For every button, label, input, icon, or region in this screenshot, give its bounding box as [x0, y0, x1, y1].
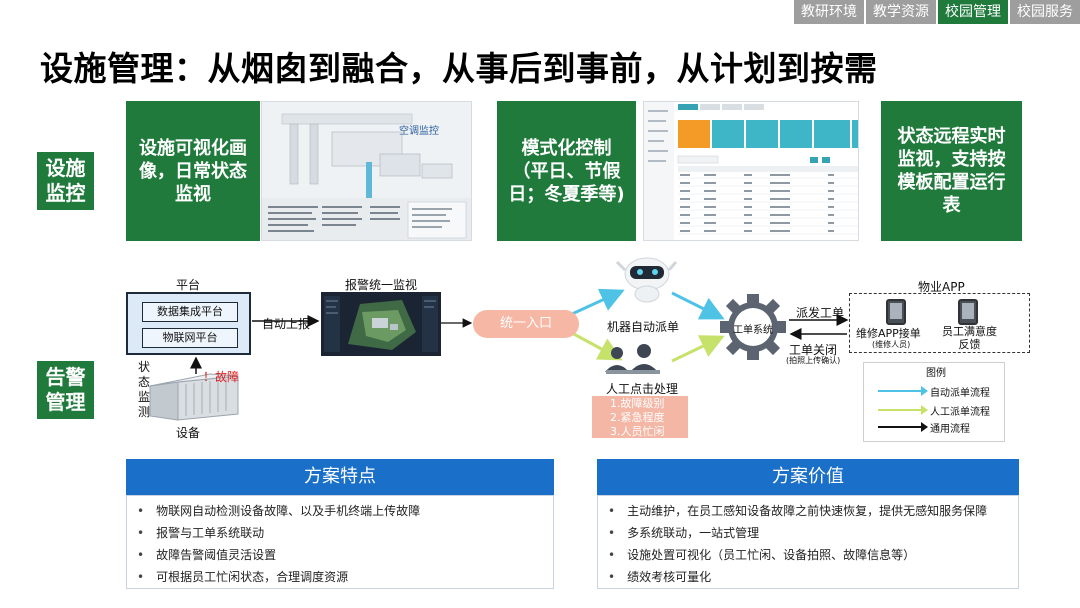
list-item: 可根据员工忙闲状态，合理调度资源	[127, 566, 553, 588]
schedule-screenshot	[643, 101, 859, 241]
legend-swatch	[878, 422, 928, 432]
card-visual-portrait: 设施可视化画像，日常状态监视	[126, 101, 260, 241]
criteria-level: 1.故障级别	[610, 397, 665, 410]
app-repair-note: (维修人员)	[872, 340, 911, 349]
dispatch-order-label: 派发工单	[796, 306, 845, 320]
section-label-monitoring: 设施 监控	[37, 152, 94, 210]
tab-campus-service[interactable]: 校园服务	[1010, 0, 1080, 24]
dispatch-criteria: 1.故障级别 2.紧急程度 3.人员忙闲	[592, 396, 688, 438]
platform-box: 数据集成平台 物联网平台	[126, 292, 251, 355]
card-remote-monitor: 状态远程实时监视，支持按模板配置运行表	[881, 101, 1022, 241]
alarm-monitor-screen	[321, 292, 441, 356]
list-item: 物联网自动检测设备故障、以及手机终端上传故障	[127, 500, 553, 522]
tab-research[interactable]: 教研环境	[794, 0, 864, 24]
legend-item-manual: 人工派单流程	[878, 403, 990, 418]
legend-label: 自动派单流程	[930, 387, 990, 399]
chiller-device-icon	[149, 373, 239, 421]
section-label-alarm: 告警 管理	[37, 361, 94, 419]
top-nav: 教研环境 教学资源 校园管理 校园服务	[792, 0, 1080, 24]
section-label-monitoring-text: 设施 监控	[45, 156, 86, 205]
operators-icon	[605, 344, 660, 374]
value-list: 主动维护，在员工感知设备故障之前快速恢复，提供无感知服务保障 多系统联动，一站式…	[597, 495, 1019, 589]
list-item: 主动维护，在员工感知设备故障之前快速恢复，提供无感知服务保障	[598, 500, 1018, 522]
tab-campus-management[interactable]: 校园管理	[938, 0, 1008, 24]
schedule-table-illustration	[644, 102, 858, 240]
data-integration-platform: 数据集成平台	[142, 302, 238, 322]
legend-item-auto: 自动派单流程	[878, 384, 990, 399]
value-panel: 方案价值 主动维护，在员工感知设备故障之前快速恢复，提供无感知服务保障 多系统联…	[597, 459, 1019, 589]
list-item: 报警与工单系统联动	[127, 522, 553, 544]
fault-label: ！故障	[203, 370, 240, 384]
auto-report-label: 自动上报	[262, 317, 311, 331]
features-title: 方案特点	[126, 459, 554, 495]
legend-swatch	[878, 405, 928, 415]
tablet-icon	[958, 299, 978, 325]
robot-dispatch-label: 机器自动派单	[607, 320, 680, 334]
state-monitor-label: 状态 监测	[137, 360, 150, 419]
manual-dispatch-label: 人工点击处理	[606, 382, 679, 396]
app-feedback-label: 员工满意度 反馈	[942, 325, 997, 351]
legend-label: 人工派单流程	[930, 406, 990, 418]
close-order-label: 工单关闭	[789, 343, 838, 357]
tablet-icon	[886, 299, 906, 325]
list-item: 故障告警阈值灵活设置	[127, 544, 553, 566]
robot-icon	[615, 257, 678, 303]
card-mode-control: 模式化控制（平日、节假日；冬夏季等)	[497, 101, 636, 241]
hvac-monitor-screenshot: 空调监控	[261, 101, 472, 241]
app-repair-label: 维修APP接单	[856, 327, 921, 340]
legend-item-common: 通用流程	[878, 420, 970, 435]
legend-swatch	[878, 386, 928, 396]
list-item: 绩效考核可量化	[598, 566, 1018, 588]
close-order-note: (拍照上传确认)	[786, 356, 841, 365]
app-title: 物业APP	[918, 280, 965, 294]
device-label: 设备	[176, 426, 201, 440]
unified-entry[interactable]: 统一入口	[473, 310, 579, 338]
features-panel: 方案特点 物联网自动检测设备故障、以及手机终端上传故障 报警与工单系统联动 故障…	[126, 459, 554, 589]
criteria-urgency: 2.紧急程度	[610, 411, 665, 424]
value-title: 方案价值	[597, 459, 1019, 495]
platform-label: 平台	[176, 278, 201, 292]
gear-icon	[720, 294, 786, 360]
legend-label: 通用流程	[930, 423, 970, 435]
section-label-alarm-text: 告警 管理	[45, 365, 86, 414]
tab-teaching[interactable]: 教学资源	[866, 0, 936, 24]
alarm-monitor-label: 报警统一监视	[345, 278, 418, 292]
hvac-illustration	[262, 102, 471, 240]
page-title: 设施管理：从烟囱到融合，从事后到事前，从计划到按需	[40, 49, 878, 88]
list-item: 多系统联动，一站式管理	[598, 522, 1018, 544]
property-app-box: 维修APP接单 (维修人员) 员工满意度 反馈	[849, 293, 1030, 353]
list-item: 设施处置可视化（员工忙闲、设备拍照、故障信息等）	[598, 544, 1018, 566]
legend: 图例 自动派单流程 人工派单流程 通用流程	[863, 362, 1005, 442]
legend-title: 图例	[926, 368, 946, 379]
criteria-availability: 3.人员忙闲	[610, 425, 665, 438]
work-system-label: 工单系统	[733, 325, 773, 336]
features-list: 物联网自动检测设备故障、以及手机终端上传故障 报警与工单系统联动 故障告警阈值灵…	[126, 495, 554, 589]
screenshot-title: 空调监控	[399, 126, 439, 137]
iot-platform: 物联网平台	[142, 328, 238, 348]
